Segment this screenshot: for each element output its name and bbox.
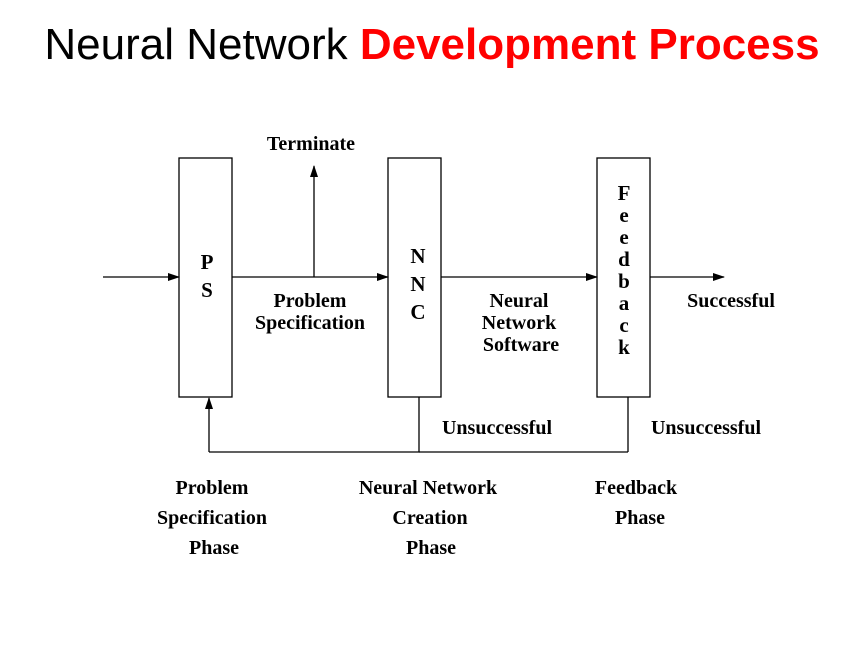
nnc-letter: N — [410, 244, 425, 268]
feedback-letter: F — [618, 181, 631, 205]
feedback-phase-label: Feedback — [595, 477, 678, 499]
nn-software-label: Network — [482, 312, 557, 334]
feedback-letter: k — [618, 335, 630, 359]
slide-title: Neural Network Development Process — [0, 20, 864, 70]
unsuccessful-label: Unsuccessful — [651, 417, 761, 439]
feedback-phase-label: Phase — [615, 507, 665, 529]
nnc-letter: N — [410, 272, 425, 296]
feedback-letter: d — [618, 247, 630, 271]
nn-software-label: Software — [483, 334, 559, 356]
nnc-phase-label: Phase — [406, 537, 456, 559]
loop-back-line — [209, 397, 420, 453]
unsuccessful-label: Unsuccessful — [442, 417, 552, 439]
ps-letter: S — [201, 278, 213, 302]
ps-phase-label: Problem — [176, 477, 249, 499]
title-plain: Neural Network — [44, 20, 360, 69]
nnc-letter: C — [410, 300, 425, 324]
problem-spec-label: Problem — [274, 290, 347, 312]
ps-phase-label: Phase — [189, 537, 239, 559]
successful-label: Successful — [687, 290, 775, 312]
terminate-label: Terminate — [267, 133, 355, 155]
ps-letter: P — [201, 250, 214, 274]
nnc-phase-label: Creation — [392, 507, 467, 529]
feedback-letter: c — [619, 313, 628, 337]
nnc-phase-label: Neural Network — [359, 477, 498, 499]
feedback-letter: a — [619, 291, 630, 315]
problem-spec-label: Specification — [255, 312, 365, 334]
title-accent: Development Process — [359, 20, 820, 69]
feedback-letter: e — [619, 203, 628, 227]
nn-software-label: Neural — [490, 290, 549, 312]
feedback-letter: e — [619, 225, 628, 249]
feedback-letter: b — [618, 269, 630, 293]
ps-phase-label: Specification — [157, 507, 267, 529]
